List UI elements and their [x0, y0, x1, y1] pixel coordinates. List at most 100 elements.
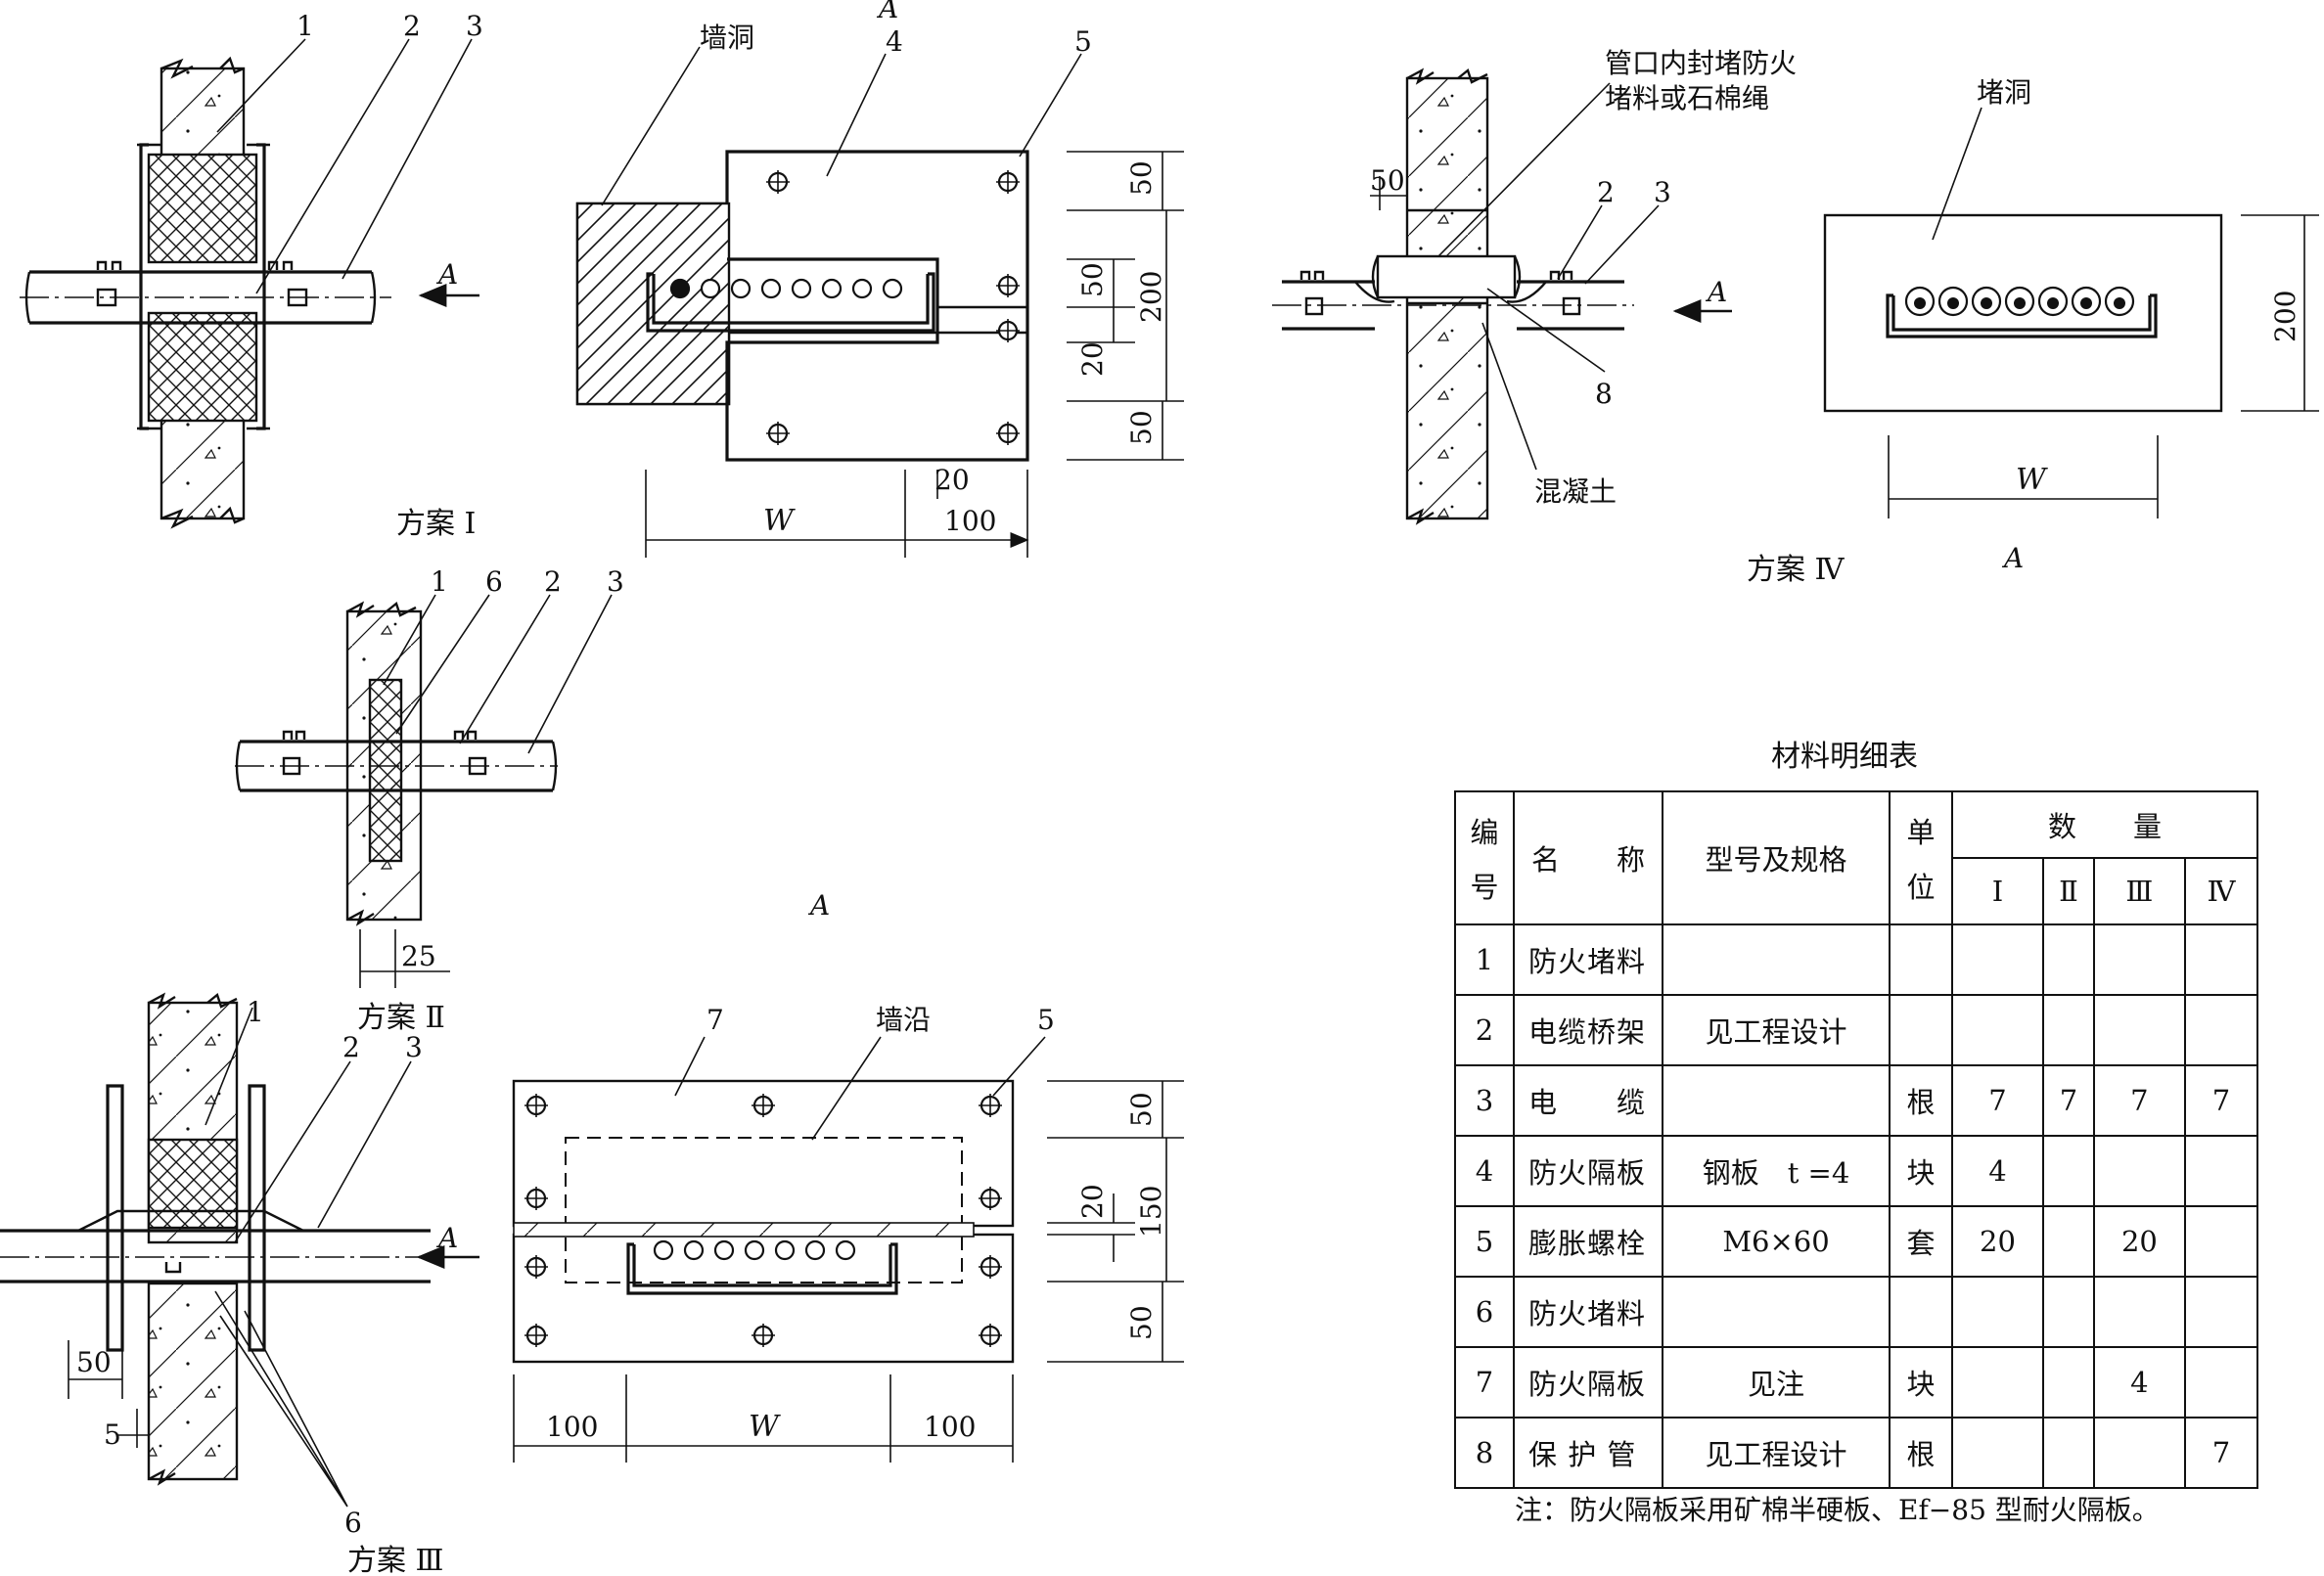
- label-7: 7: [706, 1004, 724, 1036]
- view-arrow-a-label: A: [435, 1222, 458, 1254]
- table-row: 2 电缆桥架 见工程设计: [1454, 994, 2259, 1066]
- table-row: 1 防火堵料: [1454, 923, 2259, 996]
- label-2: 2: [1597, 176, 1615, 208]
- row-spec: 钢板 t =4: [1662, 1135, 1891, 1207]
- dim-50-top: 50: [1125, 160, 1158, 196]
- row-no: 4: [1454, 1135, 1515, 1207]
- row-q3: 20: [2092, 1205, 2186, 1278]
- header-unit-top: 单: [1906, 816, 1936, 849]
- view-a-title-3: A: [807, 889, 830, 922]
- scheme-1-section: 1 2 3 A 方案 Ⅰ: [20, 10, 483, 541]
- row-unit: [1889, 923, 1953, 996]
- row-name: 膨胀螺栓: [1513, 1205, 1663, 1278]
- expansion-bolts: [766, 170, 1020, 445]
- row-q1: 4: [1951, 1135, 2044, 1207]
- dim-w: W: [749, 1410, 781, 1444]
- row-no: 2: [1454, 994, 1515, 1066]
- row-no: 3: [1454, 1064, 1515, 1137]
- dim-200: 200: [1135, 271, 1167, 323]
- row-q3: [2092, 1276, 2186, 1348]
- scheme-4-section: 管口内封堵防火 堵料或石棉绳 2 3 8 混凝土 50 A 方案 Ⅳ: [1272, 47, 1846, 587]
- fire-sealant-upper: [147, 153, 258, 264]
- dim-20-h: 20: [934, 464, 970, 496]
- row-q2: [2042, 1205, 2095, 1278]
- header-scheme-3: Ⅲ: [2092, 857, 2186, 925]
- dim-25: 25: [401, 940, 436, 972]
- dim-50-bottom: 50: [1125, 410, 1158, 445]
- label-3: 3: [405, 1031, 423, 1063]
- dim-w: W: [763, 504, 796, 538]
- view-arrow-a-label: A: [1705, 276, 1727, 308]
- dim-50: 50: [76, 1346, 112, 1378]
- row-q1: 20: [1951, 1205, 2044, 1278]
- dim-50-top: 50: [1125, 1092, 1158, 1127]
- label-6: 6: [485, 565, 503, 598]
- scheme-4-view-a: 堵洞 200 W A: [1823, 76, 2319, 574]
- header-no-bottom: 号: [1470, 871, 1499, 904]
- label-4: 4: [886, 25, 903, 58]
- header-no: 编 号: [1454, 790, 1515, 925]
- row-unit: 块: [1889, 1346, 1953, 1418]
- dim-20: 20: [1076, 341, 1109, 377]
- row-q1: [1951, 1346, 2044, 1418]
- row-q1: [1951, 1276, 2044, 1348]
- row-q4: [2183, 994, 2259, 1066]
- row-q3: [2092, 923, 2186, 996]
- row-q4: 7: [2183, 1417, 2259, 1489]
- cable-row: [653, 1239, 856, 1261]
- dim-50: 50: [1370, 164, 1405, 197]
- row-unit: 根: [1889, 1064, 1953, 1137]
- row-q1: 7: [1951, 1064, 2044, 1137]
- row-unit: [1889, 1276, 1953, 1348]
- dim-200: 200: [2269, 291, 2301, 342]
- dim-50-mid: 50: [1076, 262, 1109, 297]
- header-scheme-2: Ⅱ: [2042, 857, 2095, 925]
- row-spec: [1662, 923, 1891, 996]
- dim-100-right: 100: [924, 1411, 976, 1443]
- row-unit: 根: [1889, 1417, 1953, 1489]
- row-q1: [1951, 1417, 2044, 1489]
- table-title: 材料明细表: [1771, 740, 1918, 774]
- label-2: 2: [342, 1031, 360, 1063]
- label-1: 1: [431, 565, 448, 598]
- fire-sealant: [147, 1138, 239, 1230]
- label-2: 2: [544, 565, 562, 598]
- row-q2: [2042, 994, 2095, 1066]
- row-name: 防火堵料: [1513, 923, 1663, 996]
- row-unit: 块: [1889, 1135, 1953, 1207]
- row-no: 1: [1454, 923, 1515, 996]
- row-no: 7: [1454, 1346, 1515, 1418]
- row-name: 电缆桥架: [1513, 994, 1663, 1066]
- row-q4: [2183, 1346, 2259, 1418]
- view-a-title: A: [876, 0, 898, 24]
- header-no-top: 编: [1470, 816, 1499, 849]
- row-q3: [2092, 1417, 2186, 1489]
- row-q4: [2183, 1276, 2259, 1348]
- wall-edge-label: 墙沿: [876, 1004, 931, 1036]
- wall-hole-label: 墙洞: [700, 22, 754, 54]
- dim-150: 150: [1135, 1186, 1167, 1238]
- row-name: 保 护 管: [1513, 1417, 1663, 1489]
- materials-table: 编 号 名 称 型号及规格 单 位 数 量 Ⅰ Ⅱ Ⅲ Ⅳ 1 防火堵料: [1454, 790, 2259, 1489]
- row-no: 8: [1454, 1417, 1515, 1489]
- row-name: 电 缆: [1513, 1064, 1663, 1137]
- plugged-hole-outline: [1823, 213, 2223, 413]
- row-name: 防火隔板: [1513, 1346, 1663, 1418]
- row-unit: 套: [1889, 1205, 1953, 1278]
- fire-sealant: [368, 678, 403, 863]
- row-no: 6: [1454, 1276, 1515, 1348]
- header-name: 名 称: [1513, 790, 1663, 925]
- scheme-2-caption: 方案 Ⅱ: [357, 1001, 445, 1035]
- label-8: 8: [1595, 378, 1613, 410]
- row-spec: 见注: [1662, 1346, 1891, 1418]
- table-row: 3 电 缆 根 7 7 7 7: [1454, 1064, 2259, 1137]
- table-row: 7 防火隔板 见注 块 4: [1454, 1346, 2259, 1418]
- header-unit: 单 位: [1889, 790, 1953, 925]
- fire-sealant-lower: [147, 311, 258, 423]
- row-q4: [2183, 923, 2259, 996]
- label-5: 5: [1074, 25, 1092, 58]
- row-spec: [1662, 1064, 1891, 1137]
- scheme-3-caption: 方案 Ⅲ: [347, 1544, 443, 1576]
- label-1: 1: [296, 10, 314, 42]
- row-spec: [1662, 1276, 1891, 1348]
